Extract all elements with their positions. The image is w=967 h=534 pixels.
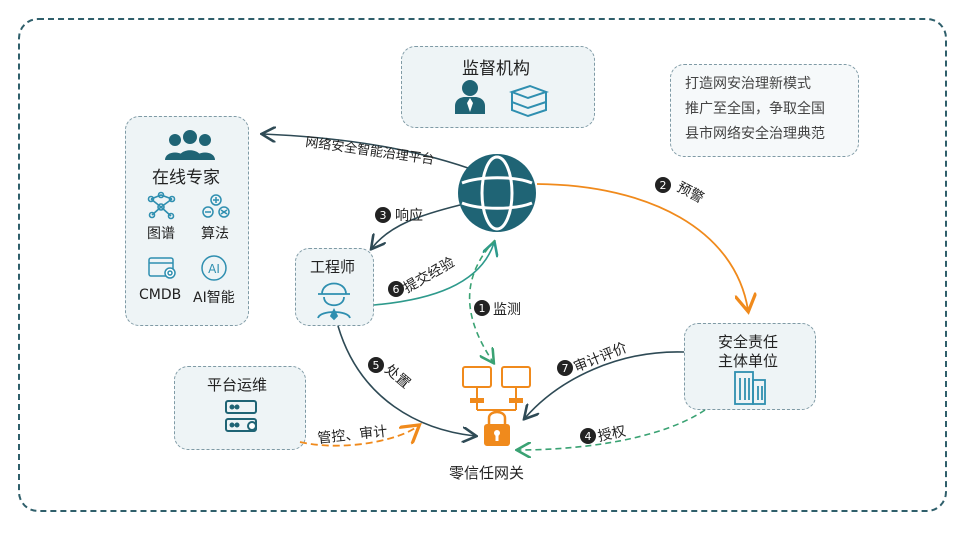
expert-item-ai-label: AI智能: [193, 290, 235, 306]
server-icon: [225, 400, 257, 432]
step-badge-5: 5: [368, 357, 384, 373]
arrow-ops-control: [299, 426, 418, 447]
step-7-label: 审计评价: [572, 340, 630, 376]
slogan-line-2: 推广至全国，争取全国: [685, 101, 825, 117]
arrow-respond: [372, 204, 461, 248]
arrow-dispose: [337, 325, 475, 436]
step-2-label: 预警: [674, 179, 706, 206]
step-1-label: 监测: [493, 302, 521, 318]
expert-item-cmdb-label: CMDB: [139, 287, 182, 303]
step-badge-3: 3: [375, 207, 391, 223]
svg-text:AI: AI: [208, 262, 220, 276]
step-2-num: 2: [660, 179, 667, 192]
ops-flow-label: 管控、审计: [317, 424, 388, 447]
step-5-num: 5: [373, 359, 380, 372]
arrow-authorize: [518, 409, 706, 450]
slogan-text: 打造网安治理新模式 推广至全国，争取全国 县市网络安全治理典范: [685, 72, 825, 147]
entity-box: [684, 323, 816, 410]
arrow-submit-experience: [373, 243, 494, 306]
expert-item-graph-label: 图谱: [147, 226, 175, 242]
step-4-label: 授权: [597, 423, 628, 444]
gateway-title: 零信任网关: [449, 464, 525, 482]
step-3-label: 响应: [395, 208, 423, 224]
ops-box: [174, 366, 306, 450]
step-badge-6: 6: [388, 281, 404, 297]
expert-item-algorithm-label: 算法: [201, 226, 229, 242]
slogan-box: [670, 64, 859, 157]
step-1-num: 1: [479, 302, 486, 315]
database-stack-icon: [509, 84, 549, 118]
engineer-title: 工程师: [310, 258, 356, 276]
cmdb-icon: [148, 257, 176, 279]
arrow-platform-to-experts: [263, 134, 469, 169]
arrow-warning: [536, 183, 748, 310]
supervisor-box: [401, 46, 595, 128]
platform-label: 网络安全智能治理平台: [304, 134, 435, 168]
ai-icon: AI: [201, 255, 227, 281]
graph-icon: [147, 191, 176, 220]
entity-title-line2: 主体单位: [718, 352, 779, 370]
building-icon: [734, 371, 766, 405]
step-6-num: 6: [393, 283, 400, 296]
step-6-label: 提交经验: [401, 254, 458, 297]
supervisor-title: 监督机构: [462, 59, 530, 79]
gateway-lock-icon: [462, 366, 531, 446]
step-4-num: 4: [585, 430, 592, 443]
step-5-label: 处置: [381, 362, 413, 392]
engineer-box: [295, 248, 374, 326]
step-7-num: 7: [562, 362, 569, 375]
globe-icon: [458, 154, 536, 232]
step-badge-1: 1: [474, 300, 490, 316]
person-suit-icon: [455, 80, 485, 114]
algorithm-icon: [202, 194, 230, 218]
experts-people-icon: [165, 130, 215, 160]
entity-title-line1: 安全责任: [718, 333, 779, 351]
slogan-line-3: 县市网络安全治理典范: [685, 126, 825, 142]
step-3-num: 3: [380, 209, 387, 222]
step-badge-2: 2: [655, 177, 671, 193]
arrow-audit: [525, 351, 685, 418]
step-badge-7: 7: [557, 360, 573, 376]
slogan-line-1: 打造网安治理新模式: [685, 76, 811, 92]
engineer-icon: [317, 282, 351, 321]
experts-title: 在线专家: [152, 168, 220, 188]
ops-title: 平台运维: [207, 376, 268, 394]
step-badge-4: 4: [580, 428, 596, 444]
